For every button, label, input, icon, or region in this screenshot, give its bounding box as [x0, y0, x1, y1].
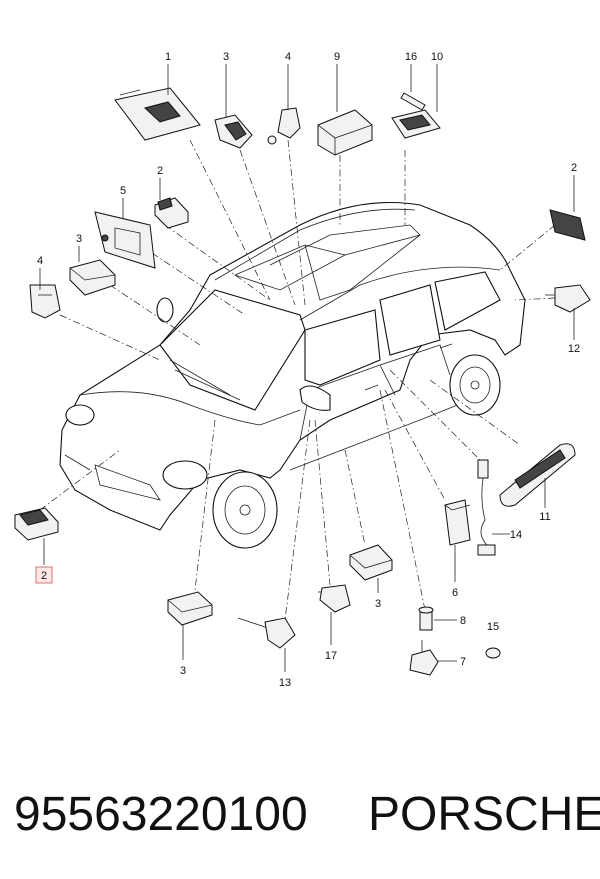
- callouts: 1 3 4 9 16 10 2 5 3 4 2 12 2 11 14 6 3 8…: [35, 51, 580, 689]
- part-lamp-left: [69, 259, 116, 296]
- callout-4-top: 4: [285, 51, 291, 63]
- callout-2-top: 2: [157, 165, 163, 177]
- part-side-lamp-strip: [499, 443, 576, 507]
- callout-8: 8: [460, 615, 466, 627]
- callout-5: 5: [120, 185, 126, 197]
- part-control-unit: [317, 109, 373, 156]
- part-angled-connector: [237, 617, 296, 649]
- part-dome-lamp: [114, 87, 201, 141]
- callout-9: 9: [334, 51, 340, 63]
- part-reading-lamp: [391, 109, 441, 139]
- callout-14: 14: [510, 529, 522, 541]
- callout-3-bottom: 3: [180, 665, 186, 677]
- part-lamp-middle: [349, 544, 393, 581]
- part-number: 95563220100: [14, 788, 308, 841]
- part-sensor-right: [545, 284, 591, 313]
- callout-17: 17: [325, 650, 337, 662]
- parts-diagram: 1 3 4 9 16 10 2 5 3 4 2 12 2 11 14 6 3 8…: [14, 51, 591, 689]
- part-bulb: [485, 647, 501, 659]
- part-module: [444, 499, 471, 546]
- callout-16: 16: [405, 51, 417, 63]
- part-lamp-bottom: [167, 591, 213, 626]
- callout-2-highlighted: 2: [41, 570, 47, 582]
- footer: 95563220100 PORSCHE: [0, 780, 600, 850]
- part-bulb-holder: [418, 606, 434, 631]
- part-bracket-left: [29, 284, 61, 319]
- callout-12: 12: [568, 343, 580, 355]
- pointer-lines: [39, 139, 556, 621]
- callout-1: 1: [165, 51, 171, 63]
- callout-2-right: 2: [571, 162, 577, 174]
- part-socket: [409, 640, 439, 676]
- part-cable-sensor: [477, 459, 496, 556]
- brand-name: PORSCHE: [368, 788, 600, 841]
- vehicle-outline: [59, 201, 526, 549]
- callout-3-left: 3: [76, 233, 82, 245]
- part-license-lamp: [14, 507, 59, 541]
- callout-leaders: [39, 64, 575, 672]
- part-small-lamp-a: [154, 197, 189, 229]
- part-festoon-bulb: [400, 92, 426, 111]
- callout-15: 15: [487, 621, 499, 633]
- callout-2-highlight-box: [35, 566, 53, 584]
- callout-3-middle: 3: [375, 598, 381, 610]
- callout-13: 13: [279, 677, 291, 689]
- part-small-lamp-b: [549, 209, 586, 241]
- callout-7: 7: [460, 656, 466, 668]
- callout-10: 10: [431, 51, 443, 63]
- part-bracket-top: [267, 107, 301, 145]
- part-vanity-panel: [94, 211, 156, 269]
- part-connector-top: [214, 114, 253, 149]
- part-switch: [318, 584, 351, 613]
- callout-11: 11: [539, 511, 550, 523]
- callout-3-top: 3: [223, 51, 229, 63]
- callout-4-left: 4: [37, 255, 43, 267]
- callout-6: 6: [452, 587, 458, 599]
